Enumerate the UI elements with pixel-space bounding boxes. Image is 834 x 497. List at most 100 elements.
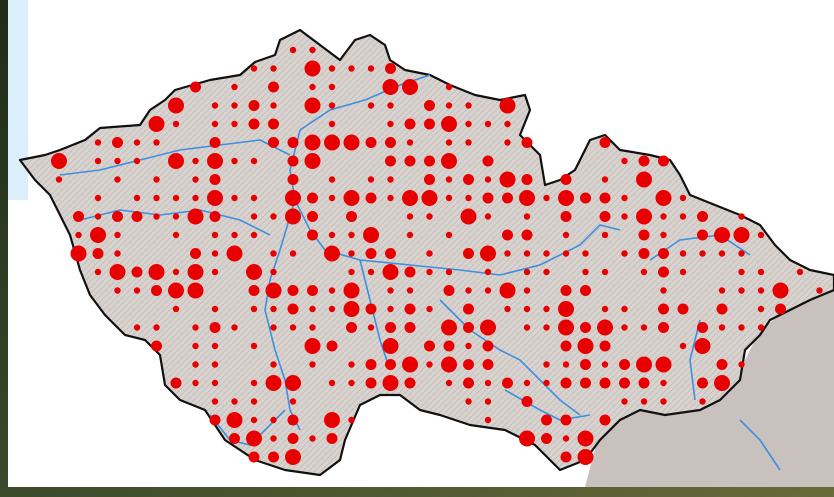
- occurrence-marker-small: [582, 268, 589, 276]
- occurrence-marker-small: [426, 213, 433, 220]
- occurrence-marker-medium: [307, 229, 318, 241]
- occurrence-marker-medium: [112, 211, 123, 222]
- occurrence-marker-medium: [638, 155, 650, 167]
- occurrence-marker-small: [348, 361, 355, 368]
- occurrence-marker-medium: [424, 155, 435, 167]
- occurrence-marker-medium: [307, 192, 318, 204]
- occurrence-marker-small: [192, 176, 199, 183]
- occurrence-marker-small: [348, 416, 355, 424]
- occurrence-marker-small: [94, 157, 102, 165]
- occurrence-marker-large: [285, 375, 301, 391]
- occurrence-marker-medium: [248, 285, 260, 296]
- occurrence-marker-small: [484, 379, 492, 387]
- occurrence-marker-small: [270, 213, 277, 220]
- occurrence-marker-large: [597, 319, 613, 336]
- occurrence-marker-small: [621, 213, 628, 220]
- occurrence-marker-large: [733, 227, 750, 243]
- occurrence-marker-medium: [268, 118, 279, 130]
- occurrence-marker-medium: [151, 340, 162, 352]
- occurrence-marker-medium: [463, 248, 474, 259]
- occurrence-marker-large: [343, 282, 360, 299]
- occurrence-marker-large: [246, 430, 262, 447]
- occurrence-marker-small: [192, 361, 199, 368]
- occurrence-marker-small: [328, 176, 336, 183]
- occurrence-marker-medium: [658, 155, 669, 167]
- occurrence-marker-large: [382, 375, 399, 391]
- occurrence-marker-large: [772, 282, 789, 299]
- occurrence-marker-small: [757, 305, 765, 313]
- occurrence-marker-large: [577, 338, 594, 354]
- occurrence-marker-small: [250, 194, 258, 202]
- occurrence-marker-small: [387, 194, 394, 202]
- occurrence-marker-small: [484, 268, 492, 276]
- occurrence-marker-medium: [424, 340, 435, 352]
- occurrence-marker-large: [382, 338, 399, 354]
- occurrence-marker-large: [324, 412, 340, 428]
- occurrence-marker-small: [679, 213, 687, 220]
- occurrence-marker-small: [406, 287, 414, 294]
- occurrence-marker-medium: [521, 137, 533, 148]
- occurrence-marker-large: [148, 264, 165, 280]
- occurrence-marker-small: [543, 194, 550, 202]
- occurrence-marker-small: [211, 361, 219, 368]
- occurrence-marker-large: [636, 356, 652, 373]
- occurrence-marker-small: [250, 342, 258, 350]
- occurrence-marker-medium: [385, 63, 396, 74]
- occurrence-marker-large: [187, 264, 204, 280]
- occurrence-marker-small: [445, 102, 453, 109]
- occurrence-marker-medium: [697, 229, 708, 241]
- occurrence-marker-small: [153, 139, 160, 146]
- occurrence-marker-small: [348, 250, 355, 257]
- info-panel: [8, 0, 28, 200]
- occurrence-marker-small: [387, 102, 394, 109]
- occurrence-marker-medium: [131, 266, 143, 278]
- occurrence-marker-small: [738, 324, 745, 331]
- occurrence-marker-small: [328, 231, 336, 239]
- occurrence-marker-small: [738, 361, 745, 368]
- occurrence-marker-large: [714, 375, 730, 391]
- occurrence-marker-large: [636, 171, 652, 188]
- occurrence-marker-small: [211, 268, 219, 276]
- occurrence-marker-medium: [404, 303, 416, 315]
- occurrence-marker-medium: [580, 322, 591, 333]
- occurrence-marker-large: [382, 264, 399, 280]
- occurrence-marker-small: [270, 65, 277, 72]
- occurrence-marker-medium: [560, 285, 572, 296]
- occurrence-marker-small: [660, 213, 667, 220]
- occurrence-marker-small: [328, 65, 336, 72]
- occurrence-marker-small: [543, 305, 550, 313]
- occurrence-marker-medium: [248, 100, 260, 111]
- occurrence-marker-small: [231, 102, 238, 109]
- occurrence-marker-small: [250, 213, 258, 220]
- occurrence-marker-small: [562, 435, 570, 442]
- occurrence-marker-medium: [287, 303, 299, 315]
- occurrence-marker-medium: [482, 192, 494, 204]
- occurrence-marker-small: [504, 139, 511, 146]
- occurrence-marker-small: [114, 231, 121, 239]
- occurrence-marker-medium: [619, 359, 630, 370]
- occurrence-marker-small: [94, 268, 102, 276]
- occurrence-marker-medium: [580, 377, 591, 389]
- occurrence-marker-small: [387, 305, 394, 313]
- occurrence-marker-small: [250, 416, 258, 424]
- occurrence-marker-small: [562, 361, 570, 368]
- occurrence-marker-small: [601, 361, 609, 368]
- occurrence-marker-medium: [560, 211, 572, 222]
- occurrence-marker-small: [231, 398, 238, 405]
- occurrence-marker-large: [207, 190, 223, 206]
- occurrence-marker-small: [640, 268, 648, 276]
- occurrence-marker-small: [484, 176, 492, 183]
- occurrence-marker-small: [153, 194, 160, 202]
- occurrence-marker-large: [655, 190, 672, 206]
- occurrence-marker-medium: [541, 414, 552, 426]
- occurrence-marker-medium: [697, 322, 708, 333]
- occurrence-marker-medium: [346, 211, 357, 222]
- occurrence-marker-large: [480, 319, 496, 336]
- occurrence-marker-large: [148, 116, 165, 132]
- occurrence-marker-medium: [638, 229, 650, 241]
- occurrence-marker-small: [231, 120, 238, 128]
- occurrence-marker-small: [426, 250, 433, 257]
- occurrence-marker-medium: [404, 118, 416, 130]
- occurrence-marker-medium: [599, 137, 611, 148]
- occurrence-marker-small: [231, 83, 238, 91]
